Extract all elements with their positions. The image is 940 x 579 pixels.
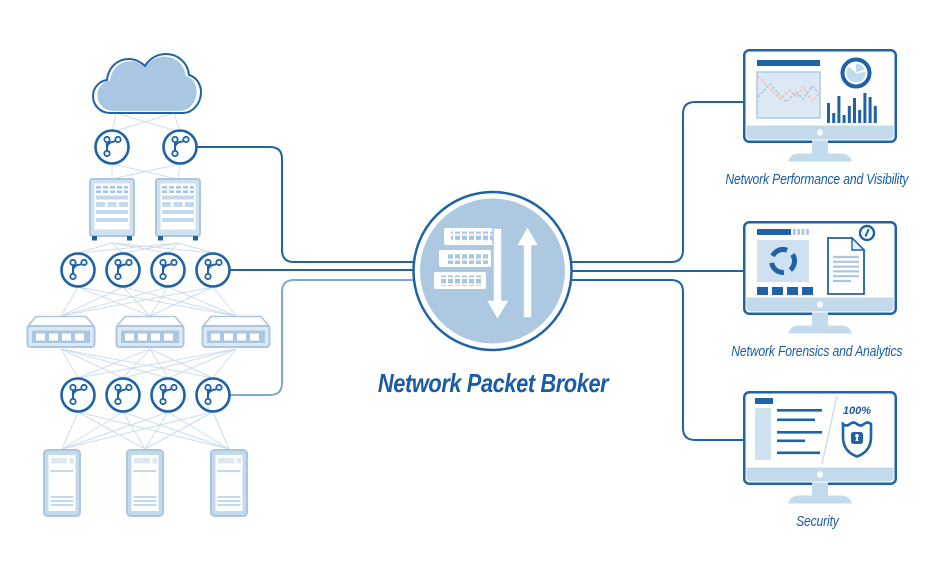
title-bar: [757, 60, 820, 66]
broker-rack-units-icon: [434, 228, 496, 289]
switch-icon: [115, 315, 185, 348]
broker-label: Network Packet Broker: [377, 368, 609, 398]
report-icon: [755, 398, 822, 460]
performance-label: Network Performance and Visibility: [725, 172, 909, 188]
panel-divider: [821, 395, 838, 465]
network-tap-icon: [150, 377, 186, 413]
workstation-icon: [126, 449, 164, 517]
network-tap-icon: [195, 377, 231, 413]
server-rack-icon: [89, 178, 135, 242]
network-tap-icon: [60, 252, 96, 288]
network-tap-icon: [105, 377, 141, 413]
monitor-security: 100%: [743, 391, 897, 505]
network-tap-icon: [150, 252, 186, 288]
topology-mesh-lines: [60, 112, 237, 450]
workstation-icon: [43, 449, 81, 517]
filmstrip-squares: [757, 287, 813, 295]
network-tap-icon: [195, 252, 231, 288]
connector-broker-to-security: [570, 279, 747, 441]
sync-icon: [757, 240, 809, 282]
shield-lock-icon: [841, 421, 873, 458]
up-arrow-icon: [514, 224, 541, 319]
forensics-label: Network Forensics and Analytics: [731, 344, 903, 360]
network-tap-icon: [94, 129, 130, 165]
alert-clock-icon: [858, 224, 876, 242]
server-rack-icon: [155, 178, 201, 242]
security-badge: 100%: [843, 405, 871, 417]
pie-chart-icon: [840, 57, 872, 89]
packet-broker-icon: [412, 190, 573, 352]
line-chart-icon: [756, 71, 821, 119]
connector-tap-top-to-broker: [197, 146, 414, 263]
monitor-performance: [743, 49, 897, 163]
network-tap-icon: [105, 252, 141, 288]
connector-broker-to-performance: [570, 101, 745, 263]
workstation-icon: [210, 449, 248, 517]
switch-icon: [26, 315, 96, 348]
connector-tap-bottom-to-broker: [230, 279, 414, 396]
bar-chart-icon: [827, 93, 877, 123]
network-tap-icon: [162, 129, 198, 165]
title-bar-ticks: [793, 229, 809, 235]
monitor-forensics: [743, 221, 897, 335]
switch-icon: [201, 315, 271, 348]
title-bar: [757, 229, 791, 235]
document-icon: [827, 236, 866, 295]
down-arrow-icon: [484, 227, 511, 322]
network-tap-icon: [60, 377, 96, 413]
cloud-icon: [91, 52, 203, 114]
security-label: Security: [795, 514, 839, 530]
